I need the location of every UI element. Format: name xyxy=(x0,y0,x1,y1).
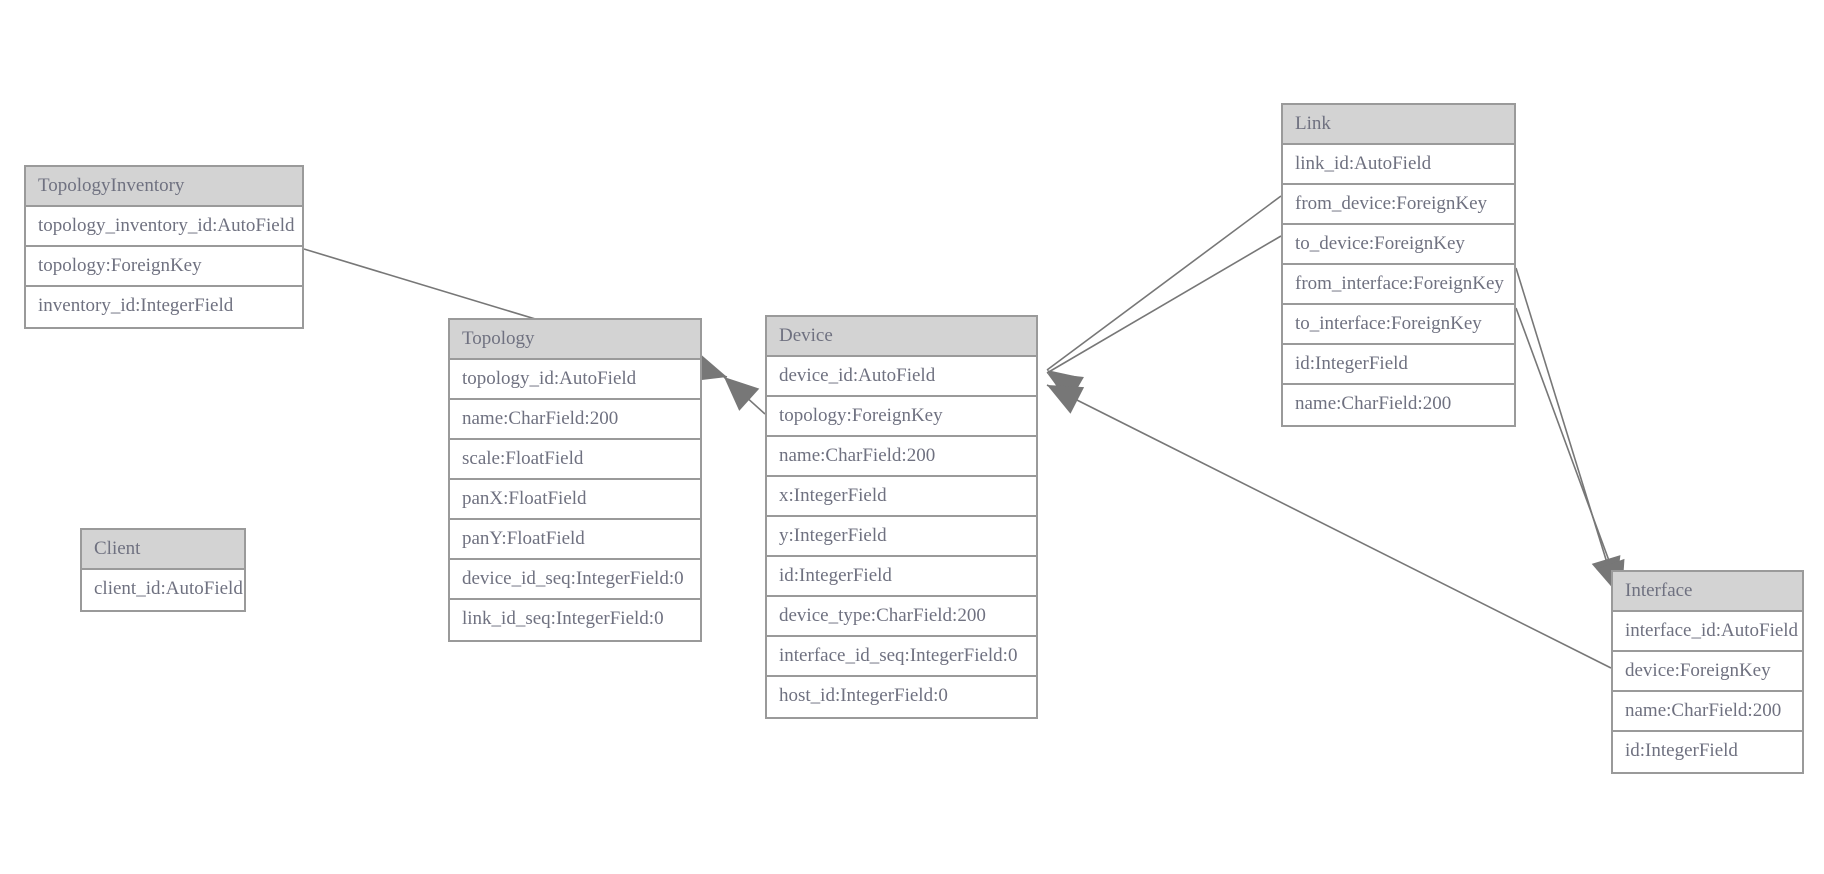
entity-field-row[interactable]: x:IntegerField xyxy=(767,477,1036,517)
relationship-link-to-interface xyxy=(1515,307,1625,597)
entity-field-row[interactable]: link_id_seq:IntegerField:0 xyxy=(450,600,700,640)
entity-field-row[interactable]: topology_id:AutoField xyxy=(450,360,700,400)
relationship-line xyxy=(1046,235,1282,374)
entity-field-row[interactable]: device_id:AutoField xyxy=(767,357,1036,397)
relationship-arrowhead xyxy=(724,377,760,411)
relationship-arrowhead xyxy=(1047,370,1084,403)
entity-field-row[interactable]: inventory_id:IntegerField xyxy=(26,287,302,327)
relationship-arrowhead xyxy=(1047,373,1084,403)
entity-field-row[interactable]: interface_id:AutoField xyxy=(1613,612,1802,652)
entity-title-topologyinventory: TopologyInventory xyxy=(26,167,302,207)
entity-field-row[interactable]: interface_id_seq:IntegerField:0 xyxy=(767,637,1036,677)
relationship-line xyxy=(1515,307,1623,597)
entity-field-row[interactable]: id:IntegerField xyxy=(1613,732,1802,772)
entity-title-interface: Interface xyxy=(1613,572,1802,612)
entity-field-row[interactable]: from_device:ForeignKey xyxy=(1283,185,1514,225)
entity-field-row[interactable]: name:CharField:200 xyxy=(1283,385,1514,425)
entity-field-row[interactable]: panX:FloatField xyxy=(450,480,700,520)
relationship-line xyxy=(1046,384,1612,669)
entity-field-row[interactable]: topology:ForeignKey xyxy=(767,397,1036,437)
relationship-link-from-device xyxy=(1046,195,1282,403)
entity-field-row[interactable]: link_id:AutoField xyxy=(1283,145,1514,185)
entity-field-row[interactable]: scale:FloatField xyxy=(450,440,700,480)
entity-field-row[interactable]: panY:FloatField xyxy=(450,520,700,560)
entity-field-row[interactable]: topology_inventory_id:AutoField xyxy=(26,207,302,247)
entity-title-device: Device xyxy=(767,317,1036,357)
relationship-arrowhead xyxy=(1047,385,1085,414)
entity-field-row[interactable]: id:IntegerField xyxy=(1283,345,1514,385)
relationship-link-to-device xyxy=(1046,235,1282,403)
entity-field-row[interactable]: id:IntegerField xyxy=(767,557,1036,597)
entity-title-link: Link xyxy=(1283,105,1514,145)
entity-field-row[interactable]: name:CharField:200 xyxy=(767,437,1036,477)
entity-field-row[interactable]: to_device:ForeignKey xyxy=(1283,225,1514,265)
entity-field-row[interactable]: device:ForeignKey xyxy=(1613,652,1802,692)
entity-field-row[interactable]: device_id_seq:IntegerField:0 xyxy=(450,560,700,600)
entity-field-row[interactable]: device_type:CharField:200 xyxy=(767,597,1036,637)
entity-field-row[interactable]: topology:ForeignKey xyxy=(26,247,302,287)
relationship-device-topology xyxy=(723,376,766,415)
relationship-link-from-interface xyxy=(1515,267,1621,593)
entity-field-row[interactable]: name:CharField:200 xyxy=(1613,692,1802,732)
entity-field-row[interactable]: client_id:AutoField xyxy=(82,570,244,610)
entity-field-row[interactable]: host_id:IntegerField:0 xyxy=(767,677,1036,717)
relationship-line xyxy=(1046,195,1282,371)
entity-field-row[interactable]: from_interface:ForeignKey xyxy=(1283,265,1514,305)
relationship-line xyxy=(1515,267,1617,593)
entity-field-row[interactable]: to_interface:ForeignKey xyxy=(1283,305,1514,345)
entity-title-topology: Topology xyxy=(450,320,700,360)
entity-field-row[interactable]: name:CharField:200 xyxy=(450,400,700,440)
entity-field-row[interactable]: y:IntegerField xyxy=(767,517,1036,557)
relationship-line xyxy=(723,376,766,415)
entity-title-client: Client xyxy=(82,530,244,570)
